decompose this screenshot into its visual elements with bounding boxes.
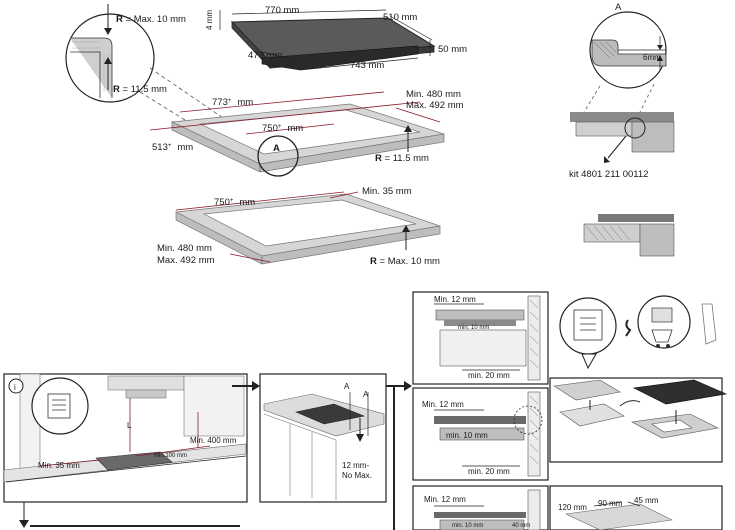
section-a-circle <box>589 11 667 89</box>
p1-top-label: Min. 12 mm <box>434 295 476 304</box>
hob-install-panel <box>549 377 728 463</box>
cutout-max-depth-label: Max. 492 mm <box>406 100 464 111</box>
cutout-radius-label: R = 11.5 mm <box>375 153 429 164</box>
clearance-panel-1 <box>412 291 549 385</box>
br-d2-label: 90 mm <box>598 499 623 508</box>
section-a-profile <box>570 112 675 163</box>
hob-thickness-label: 50 mm <box>438 44 467 55</box>
detail-a-tag: A <box>273 143 280 154</box>
br-d1-label: 120 mm <box>558 503 587 512</box>
hob-cut-depth-label: 479 mm <box>248 50 282 61</box>
hob-cut-width-label: 743 mm <box>350 60 384 71</box>
cutout-inner-width-label: 750+mm <box>262 123 303 134</box>
service-icon <box>637 295 691 349</box>
install-clearance-line1: 12 mm- <box>342 461 369 470</box>
manual-icon <box>559 297 617 370</box>
cutout-min-depth-label: Min. 480 mm <box>406 89 461 100</box>
hob-height-label: 4 mm <box>205 10 214 30</box>
section-a-tag: A <box>615 2 622 13</box>
flush-section-profile <box>583 214 675 257</box>
p3-inner-label: min. 10 mm <box>452 523 483 529</box>
cutout-width-label: 773+mm <box>212 97 253 108</box>
kitchen-depth-min-label: Min.100 mm <box>154 453 187 459</box>
p2-top-label: Min. 12 mm <box>422 400 464 409</box>
radius-detail-circle <box>65 4 155 103</box>
flush-frame <box>174 193 441 265</box>
hob-top-view <box>230 17 436 71</box>
kitchen-wall-distance-label: Min. 400 mm <box>190 436 237 445</box>
p2-bottom-label: min. 20 mm <box>468 467 510 476</box>
section-a-gap-label: 6mm <box>643 53 661 62</box>
p3-top-label: Min. 12 mm <box>424 495 466 504</box>
br-d3-label: 45 mm <box>634 496 659 505</box>
detail-a-marker <box>257 135 299 177</box>
clearance-panel-2 <box>412 387 549 481</box>
clearance-panel-3 <box>412 485 549 530</box>
flush-width-label: 750+mm <box>214 197 255 208</box>
flush-min-edge-label: Min. 35 mm <box>362 186 412 197</box>
p1-bottom-label: min. 20 mm <box>468 371 510 380</box>
install-marker-a1: A <box>344 382 350 391</box>
install-clearance-line2: No Max. <box>342 471 372 480</box>
kitchen-depth-label: L <box>127 421 132 430</box>
hob-depth-label: 510 mm <box>383 12 417 23</box>
bottom-right-panel <box>549 485 723 530</box>
p1-inner-label: min. 10 mm <box>458 325 489 331</box>
install-view-panel <box>259 373 387 503</box>
flush-min-depth-label: Min. 480 mm <box>157 243 212 254</box>
info-icon: i <box>14 383 16 392</box>
flush-max-depth-label: Max. 492 mm <box>157 255 215 266</box>
cutout-frame <box>170 103 445 173</box>
cutout-depth-label: 513+mm <box>152 142 193 153</box>
install-marker-a2: A <box>363 390 369 399</box>
p3-small-label: 40 mm <box>512 523 530 529</box>
kit-number-label: kit 4801 211 00112 <box>569 169 648 180</box>
hob-width-label: 770 mm <box>265 5 299 16</box>
r-min-label: R = 11.5 mm <box>113 84 167 95</box>
kitchen-panel <box>3 373 248 503</box>
kitchen-side-min-label: Min. 35 mm <box>38 461 80 470</box>
p2-inner-label: min. 10 mm <box>446 431 488 440</box>
flush-radius-label: R = Max. 10 mm <box>370 256 440 267</box>
r-max-label: R = Max. 10 mm <box>116 14 186 25</box>
